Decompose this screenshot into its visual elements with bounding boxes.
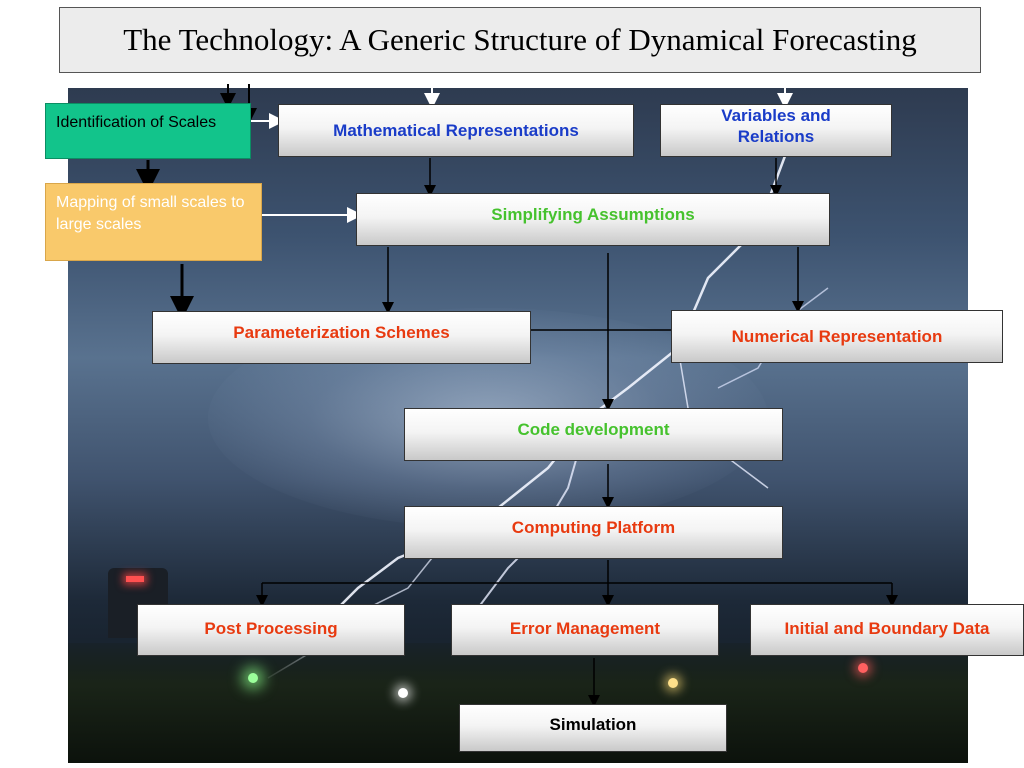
ground-light xyxy=(858,663,868,673)
slide-title: The Technology: A Generic Structure of D… xyxy=(123,22,917,57)
identification-of-scales-box: Identification of Scales xyxy=(45,103,251,159)
simplifying-assumptions-box: Simplifying Assumptions xyxy=(356,193,830,246)
initial-and-boundary-data-label: Initial and Boundary Data xyxy=(784,619,990,638)
parameterization-schemes-label: Parameterization Schemes xyxy=(233,323,450,342)
ground-light xyxy=(398,688,408,698)
parameterization-schemes-box: Parameterization Schemes xyxy=(152,311,531,364)
variables-and-relations-label: Variables and Relations xyxy=(721,106,831,146)
simplifying-assumptions-label: Simplifying Assumptions xyxy=(491,205,695,224)
numerical-representation-label: Numerical Representation xyxy=(731,327,943,346)
computing-platform-box: Computing Platform xyxy=(404,506,783,559)
identification-of-scales-label: Identification of Scales xyxy=(56,114,217,131)
water-tower-light xyxy=(126,576,144,582)
mathematical-representations-label: Mathematical Representations xyxy=(333,121,579,140)
simulation-box: Simulation xyxy=(459,704,727,752)
numerical-representation-box: Numerical Representation xyxy=(671,310,1003,363)
post-processing-label: Post Processing xyxy=(204,619,338,638)
error-management-box: Error Management xyxy=(451,604,719,656)
mapping-scales-label: Mapping of small scales to large scales xyxy=(56,194,245,233)
variables-and-relations-box: Variables and Relations xyxy=(660,104,892,157)
code-development-box: Code development xyxy=(404,408,783,461)
error-management-label: Error Management xyxy=(509,619,661,638)
code-development-label: Code development xyxy=(517,420,670,439)
computing-platform-label: Computing Platform xyxy=(511,518,676,537)
mapping-scales-box: Mapping of small scales to large scales xyxy=(45,183,262,261)
slide-title-box: The Technology: A Generic Structure of D… xyxy=(59,7,981,73)
ground-light xyxy=(248,673,258,683)
post-processing-box: Post Processing xyxy=(137,604,405,656)
simulation-label: Simulation xyxy=(549,715,637,734)
initial-and-boundary-data-box: Initial and Boundary Data xyxy=(750,604,1024,656)
ground-light xyxy=(668,678,678,688)
mathematical-representations-box: Mathematical Representations xyxy=(278,104,634,157)
